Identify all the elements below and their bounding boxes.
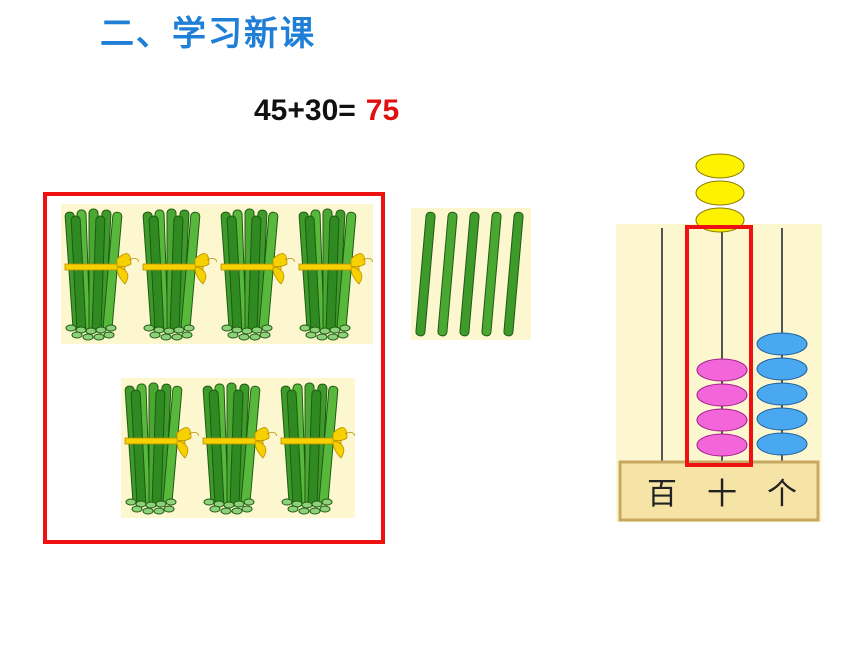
ones-bead: [756, 357, 808, 381]
tens-bead: [696, 358, 748, 382]
tens-highlight-box: [685, 225, 753, 467]
bundle-of-ten: [277, 378, 355, 518]
bundle-of-ten: [199, 378, 277, 518]
bundle-of-ten: [217, 204, 295, 344]
ones-bead: [756, 407, 808, 431]
stick: [503, 211, 524, 337]
added-tens-bead: [695, 180, 745, 206]
equation: 45+30= 75: [254, 94, 399, 128]
bundle-of-ten: [139, 204, 217, 344]
place-label-tens: 十: [707, 477, 737, 512]
abacus-base: [618, 460, 820, 522]
bundle-of-ten: [121, 378, 199, 518]
slide-title: 二、学习新课: [100, 14, 316, 54]
ones-bead: [756, 432, 808, 456]
tens-bead: [696, 433, 748, 457]
tens-bundles-highlight-box: [43, 192, 385, 544]
loose-sticks: [411, 208, 531, 340]
abacus: 百 十 个: [616, 150, 822, 522]
stick: [481, 211, 502, 337]
tens-bead: [696, 383, 748, 407]
bundle-of-ten: [61, 204, 139, 344]
equation-answer: 75: [365, 94, 400, 127]
place-label-ones: 个: [767, 477, 797, 512]
place-label-hundreds: 百: [647, 477, 677, 512]
tens-bead: [696, 408, 748, 432]
ones-bead: [756, 382, 808, 406]
stick: [415, 211, 436, 337]
bundle-of-ten: [295, 204, 373, 344]
stick: [437, 211, 458, 337]
ones-bead: [756, 332, 808, 356]
added-tens-bead: [695, 153, 745, 179]
stick: [459, 211, 480, 337]
equation-expression: 45+30=: [254, 94, 356, 127]
